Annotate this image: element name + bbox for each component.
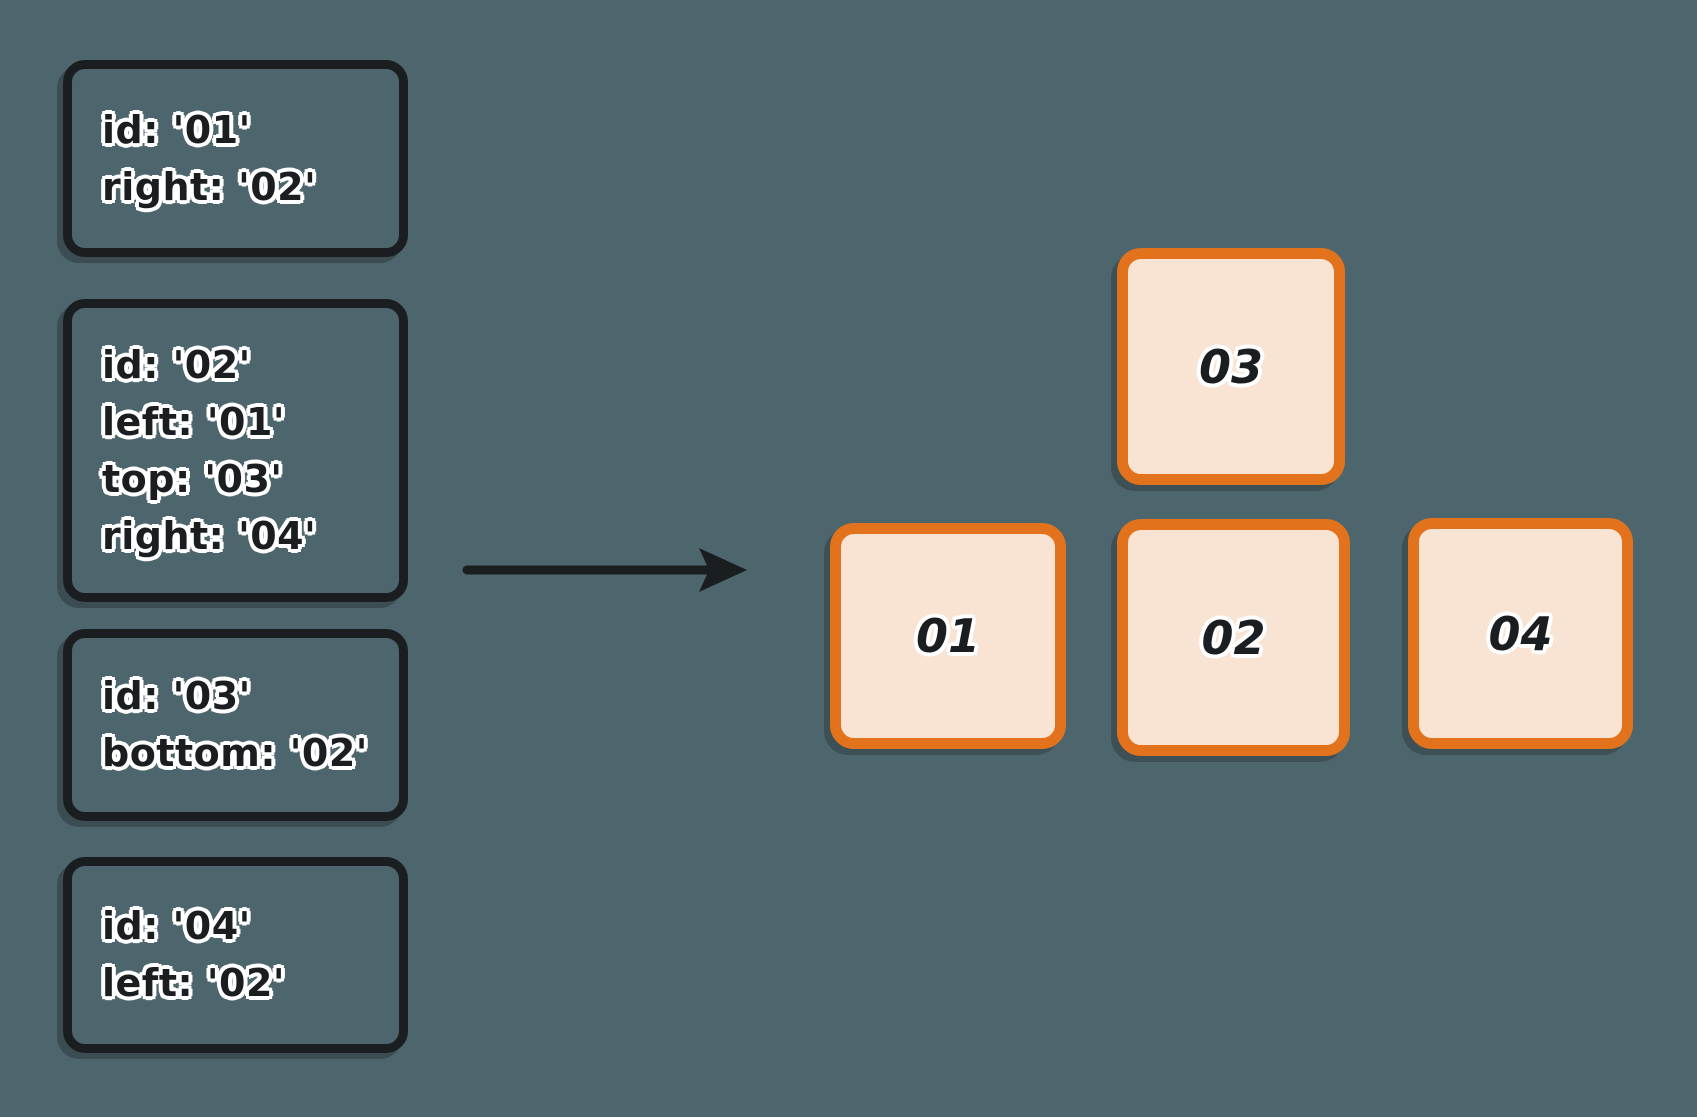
arrow-right-icon bbox=[462, 548, 747, 592]
definition-line: left: '01' bbox=[102, 399, 286, 444]
definition-line: id: '01' bbox=[102, 107, 251, 152]
definition-box-02: id: '02' left: '01' top: '03' right: '04… bbox=[63, 299, 408, 602]
definition-line: id: '03' bbox=[102, 674, 251, 718]
grid-cell-03: 03 bbox=[1117, 248, 1345, 485]
definition-line: bottom: '02' bbox=[102, 731, 368, 775]
definition-box-04: id: '04' left: '02' bbox=[63, 857, 408, 1053]
definition-line: id: '04' bbox=[102, 904, 251, 948]
cell-label: 03 bbox=[1198, 339, 1263, 394]
cell-label: 02 bbox=[1201, 610, 1266, 665]
definition-line: id: '02' bbox=[102, 342, 251, 387]
definition-line: right: '02' bbox=[102, 164, 317, 209]
definition-line: top: '03' bbox=[102, 456, 283, 501]
grid-cell-04: 04 bbox=[1408, 518, 1633, 749]
cell-label: 04 bbox=[1488, 606, 1553, 661]
definition-box-03: id: '03' bottom: '02' bbox=[63, 629, 408, 821]
cell-label: 01 bbox=[915, 609, 980, 663]
grid-cell-01: 01 bbox=[830, 523, 1066, 749]
definition-line: left: '02' bbox=[102, 961, 286, 1005]
definition-box-01: id: '01' right: '02' bbox=[63, 60, 408, 257]
definition-line: right: '04' bbox=[102, 513, 317, 558]
grid-cell-02: 02 bbox=[1117, 519, 1350, 756]
